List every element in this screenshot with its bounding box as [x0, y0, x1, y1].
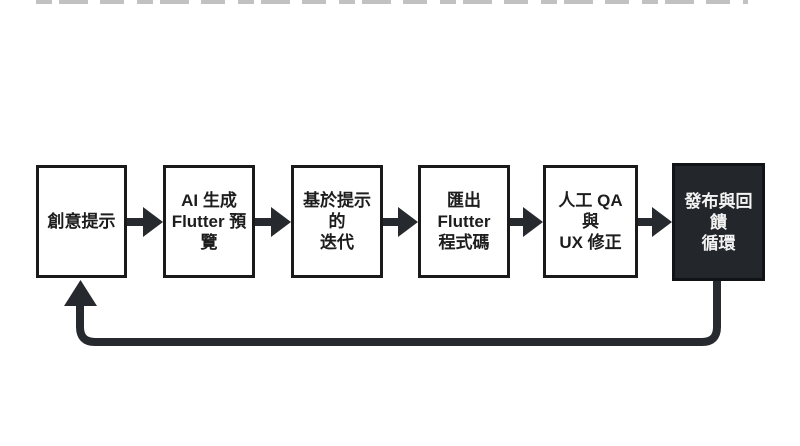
arrow-head	[271, 207, 291, 237]
arrow-shaft	[510, 218, 523, 226]
arrow-up-icon	[64, 280, 97, 306]
arrow-head	[398, 207, 418, 237]
flow-step-label: AI 生成 Flutter 預 覽	[171, 191, 247, 252]
arrow-right-icon	[127, 207, 163, 237]
flow-step-label: 創意提示	[47, 212, 116, 231]
flow-step-manual-qa-ux-fixes: 人工 QA 與 UX 修正	[543, 165, 638, 278]
feedback-loop-line	[76, 280, 721, 346]
arrow-shaft	[127, 218, 143, 226]
arrow-head	[523, 207, 543, 237]
arrow-right-icon	[383, 207, 418, 237]
flow-step-prompt-based-iteration: 基於提示的 迭代	[291, 165, 383, 278]
flow-step-label: 人工 QA 與 UX 修正	[558, 191, 623, 252]
arrow-head	[652, 207, 672, 237]
arrow-shaft	[383, 218, 398, 226]
flow-step-creative-prompt: 創意提示	[36, 165, 127, 278]
arrow-right-icon	[510, 207, 543, 237]
flow-step-label: 發布與回饋 循環	[684, 191, 753, 253]
flow-step-label: 匯出 Flutter 程式碼	[437, 191, 491, 252]
flow-step-ai-flutter-preview: AI 生成 Flutter 預 覽	[163, 165, 255, 278]
arrow-right-icon	[255, 207, 291, 237]
arrow-head	[143, 207, 163, 237]
cropped-text-artifact	[36, 0, 748, 4]
arrow-right-icon	[638, 207, 672, 237]
flow-step-export-flutter-code: 匯出 Flutter 程式碼	[418, 165, 510, 278]
arrow-shaft	[638, 218, 652, 226]
flow-step-label: 基於提示的 迭代	[303, 191, 371, 252]
arrow-shaft	[255, 218, 271, 226]
flow-step-release-feedback-loop: 發布與回饋 循環	[672, 163, 765, 281]
